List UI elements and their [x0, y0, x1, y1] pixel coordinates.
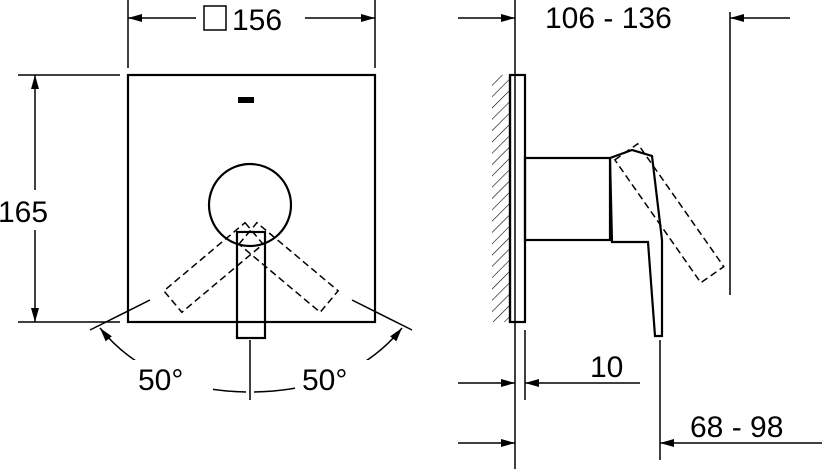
depth-range-dimension: 106 - 136 — [545, 2, 672, 35]
cover-plate — [126, 73, 377, 324]
side-view: 106 - 136 10 68 - 98 — [458, 0, 822, 469]
front-view: 156 165 50° 50° — [0, 0, 413, 400]
lever-right-rotated — [237, 221, 340, 314]
logo-mark — [238, 97, 254, 103]
angle-left-label: 50° — [138, 364, 183, 397]
wall-hatch — [492, 75, 510, 322]
height-dimension: 165 — [0, 196, 48, 229]
angle-right-label: 50° — [302, 364, 347, 397]
valve-body — [523, 156, 612, 242]
width-dimension: 156 — [232, 4, 282, 37]
lever-left-rotated — [162, 221, 265, 314]
plate-thickness-dimension: 10 — [590, 351, 623, 384]
square-symbol — [203, 5, 227, 31]
handle-knob — [207, 162, 293, 248]
body-range-dimension: 68 - 98 — [690, 411, 783, 444]
side-lever-rotated — [613, 142, 725, 284]
side-lever — [608, 148, 664, 338]
side-plate — [508, 73, 527, 324]
lever-handle — [235, 230, 267, 340]
